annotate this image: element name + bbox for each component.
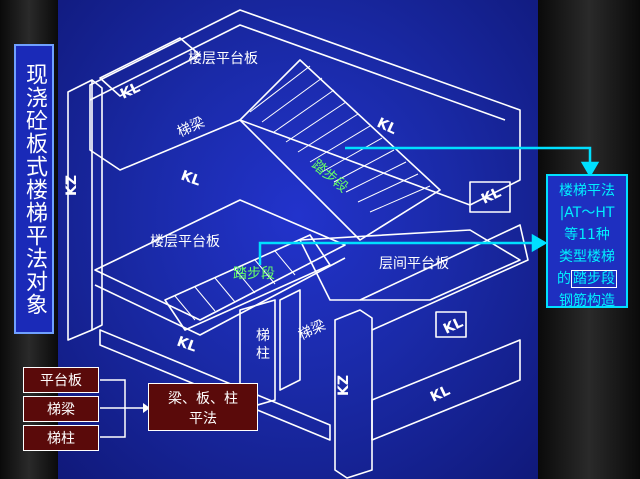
info-box: 楼梯平法 |AT～HT 等11种 类型楼梯 的踏步段 钢筋构造 (546, 174, 628, 309)
title-box: 现浇砼板式楼梯平法对象 (14, 44, 54, 334)
arrow-upper (345, 146, 592, 165)
legend-result-line-1: 梁、板、柱 (168, 391, 238, 407)
kl-label-3: KL (179, 168, 203, 190)
label-middle-slab: 层间平台板 (379, 256, 449, 272)
arrow-lower-head (531, 233, 548, 253)
middle-platform (299, 229, 521, 301)
label-stair-beam-upper: 梯梁 (175, 114, 207, 140)
kl-label-2: KL (374, 115, 399, 138)
mid-slab (94, 199, 346, 321)
kz-label-right: KZ (336, 375, 352, 396)
kl-label-5: KL (175, 334, 199, 356)
label-step-lower: 踏步段 (233, 266, 275, 282)
legend-result-line-2: 平法 (189, 411, 217, 427)
kl-label-4: KL (479, 185, 504, 208)
info-line-2: |AT～HT (559, 205, 615, 221)
legend-item-stair-beam: 梯梁 (23, 396, 99, 422)
slide-title: 现浇砼板式楼梯平法对象 (22, 62, 47, 316)
info-line-3: 等11种 (564, 227, 610, 243)
arrow-lower (258, 241, 535, 265)
info-line-6: 钢筋构造 (559, 293, 615, 309)
info-line-5: 的踏步段 (557, 270, 617, 288)
legend-result-box: 梁、板、柱 平法 (148, 383, 258, 431)
kl-label-6: KL (441, 315, 466, 338)
info-line-1: 楼梯平法 (559, 183, 615, 199)
kl-label-7: KL (428, 383, 453, 406)
info-boxed-term: 踏步段 (571, 270, 617, 288)
kl-label-1: KL (118, 80, 143, 103)
label-stair-column: 梯柱 (256, 328, 270, 362)
label-floor-slab-top: 楼层平台板 (188, 51, 258, 67)
kl-box-right (469, 181, 511, 213)
legend-item-stair-column: 梯柱 (23, 425, 99, 451)
diagram-panel (58, 0, 538, 479)
lower-flight (164, 234, 331, 331)
upper-flight (239, 59, 441, 241)
kz-label-left: KZ (64, 175, 80, 196)
kl-beam-bottom-right (371, 339, 521, 441)
arrow-upper-head (580, 161, 600, 178)
kz-column-left (67, 79, 93, 341)
info-line-4: 类型楼梯 (559, 249, 615, 265)
kl-beam-top-left (99, 37, 201, 97)
kz-column-right (334, 309, 373, 479)
top-slab-outline (89, 9, 521, 206)
stair-column-shape (239, 299, 276, 411)
label-floor-slab-mid: 楼层平台板 (150, 234, 220, 250)
legend-item-platform-slab: 平台板 (23, 367, 99, 393)
